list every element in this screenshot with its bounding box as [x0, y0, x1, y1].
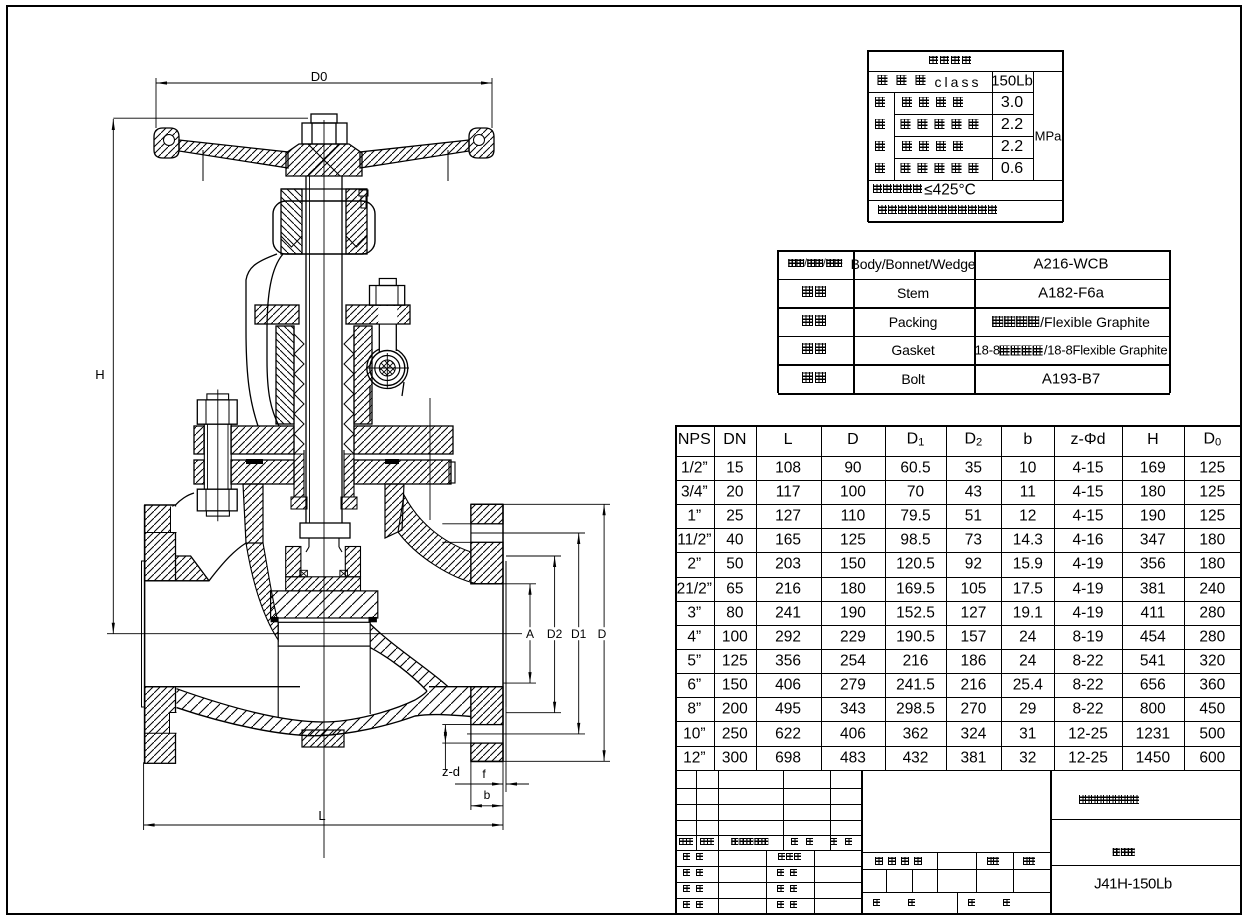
svg-text:D1: D1 [571, 627, 587, 641]
svg-text:H: H [95, 367, 104, 382]
svg-text:z-d: z-d [442, 764, 460, 779]
svg-text:D0: D0 [311, 69, 328, 84]
svg-text:D2: D2 [547, 627, 563, 641]
svg-text:D: D [598, 627, 607, 641]
svg-text:b: b [484, 788, 491, 802]
svg-text:L: L [318, 808, 325, 823]
svg-text:f: f [482, 767, 486, 781]
svg-text:A: A [526, 627, 534, 641]
